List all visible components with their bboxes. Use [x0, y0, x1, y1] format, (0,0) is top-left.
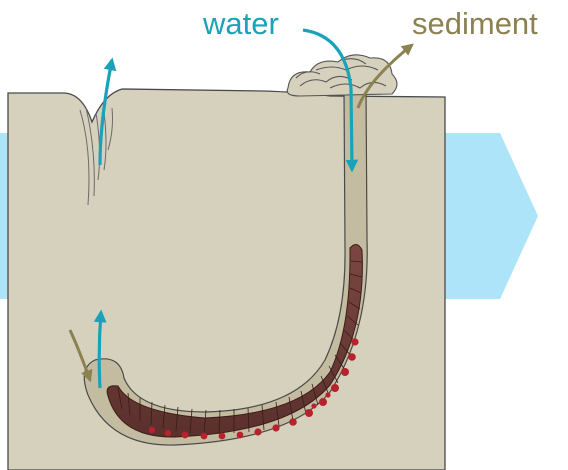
sediment-label: sediment	[412, 8, 538, 39]
water-label: water	[203, 8, 279, 39]
water-arrow-head-region	[99, 312, 101, 388]
